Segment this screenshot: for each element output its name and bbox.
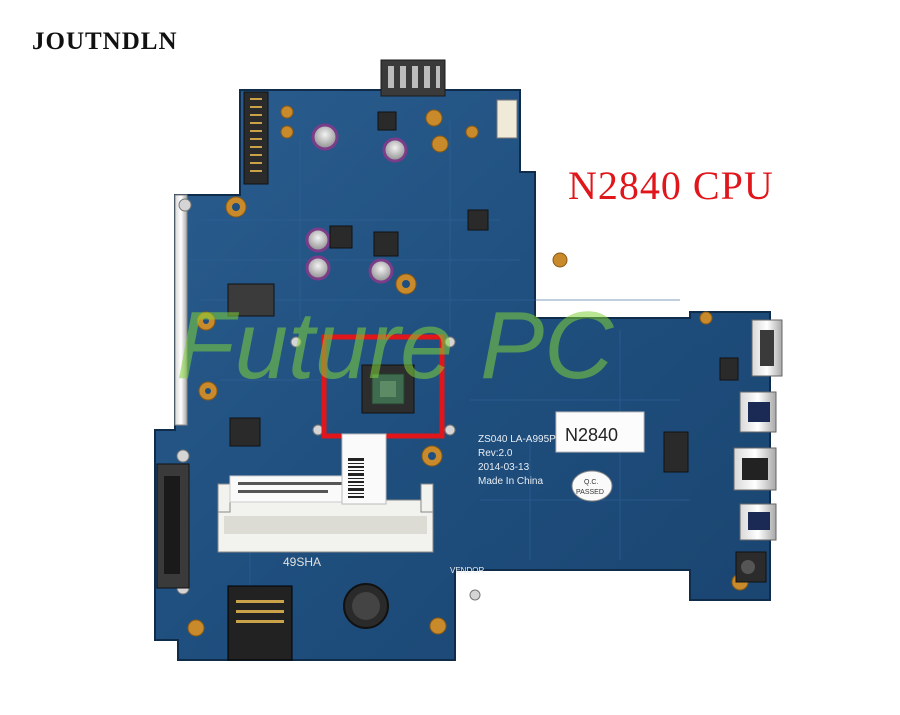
slot-label: 49SHA: [283, 555, 321, 569]
side-shield: [174, 194, 188, 426]
battery-connector: [496, 99, 518, 139]
model-sticker-text: N2840: [565, 425, 618, 445]
board-revision: Rev:2.0: [478, 448, 513, 459]
cpu-callout-label: N2840 CPU: [568, 163, 774, 208]
vendor-label: VENDOR: [450, 566, 484, 575]
brand-name: JOUTNDLN: [32, 28, 178, 55]
board-model: ZS040 LA-A995P: [478, 434, 556, 445]
board-origin: Made In China: [478, 476, 543, 487]
label-sticker: [229, 475, 361, 503]
qc-label: Q.C.: [584, 479, 598, 486]
ic-chips: [227, 111, 739, 473]
qc-status: PASSED: [576, 489, 604, 496]
watermark: Future PC: [176, 292, 614, 399]
io-ports: [733, 319, 783, 583]
cpu-chip: [361, 364, 415, 414]
screw-pads: [187, 105, 749, 637]
model-sticker: [555, 411, 645, 453]
board-date: 2014-03-13: [478, 462, 530, 473]
qc-sticker: [571, 470, 613, 502]
barcode-sticker: [341, 433, 387, 505]
capacitors: [305, 123, 408, 284]
